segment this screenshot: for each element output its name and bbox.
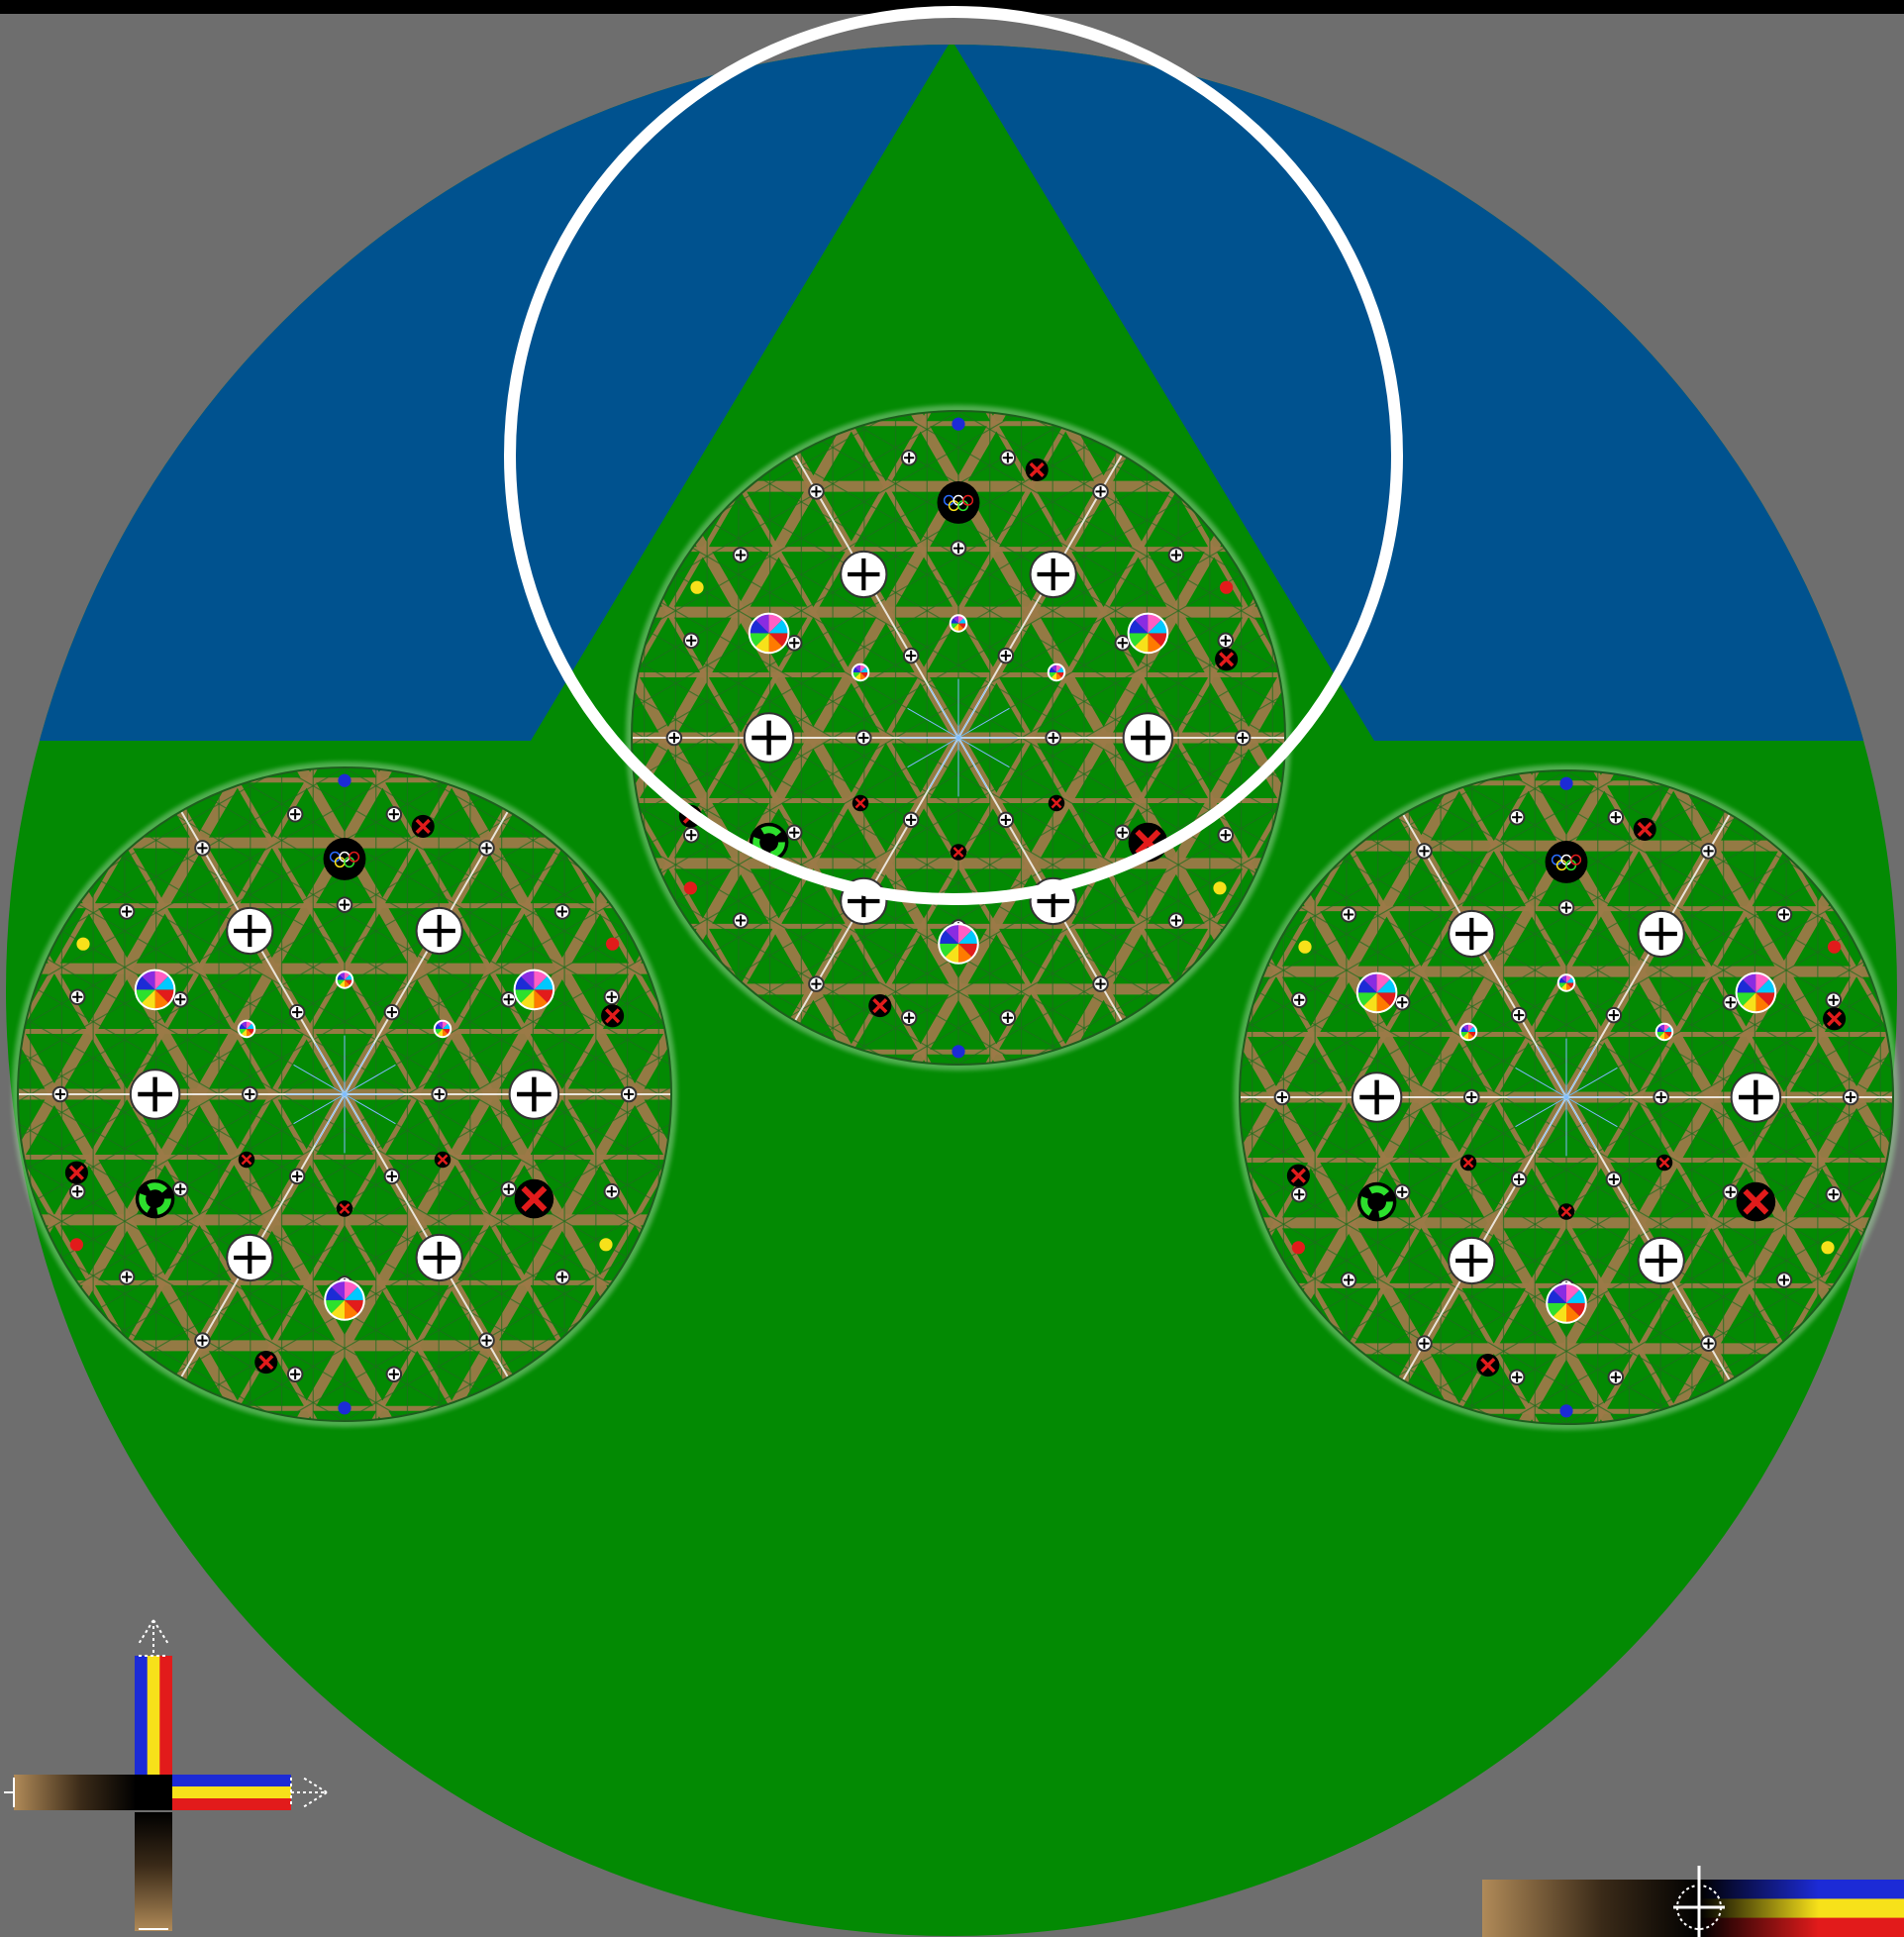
star-marker	[684, 881, 697, 894]
olympic-rings-icon	[1546, 841, 1588, 883]
star-marker	[952, 1045, 964, 1058]
star-marker	[606, 938, 619, 951]
star-marker	[1220, 581, 1233, 594]
star-marker	[1213, 881, 1226, 894]
color-cross-gizmo-icon	[4, 1620, 327, 1931]
star-marker	[1821, 1241, 1834, 1254]
star-marker	[1559, 777, 1572, 790]
olympic-rings-icon	[938, 481, 980, 524]
star-marker	[1559, 1404, 1572, 1417]
star-marker	[690, 581, 703, 594]
star-marker	[599, 1238, 612, 1251]
star-marker	[338, 774, 351, 787]
olympic-rings-icon	[324, 838, 366, 880]
star-marker	[952, 418, 964, 431]
star-marker	[338, 1401, 351, 1414]
star-marker	[70, 1238, 83, 1251]
star-marker	[1298, 941, 1311, 954]
star-marker	[1292, 1241, 1305, 1254]
color-bar-gizmo-icon	[1482, 1866, 1904, 1937]
star-marker	[76, 938, 89, 951]
star-marker	[1828, 941, 1841, 954]
